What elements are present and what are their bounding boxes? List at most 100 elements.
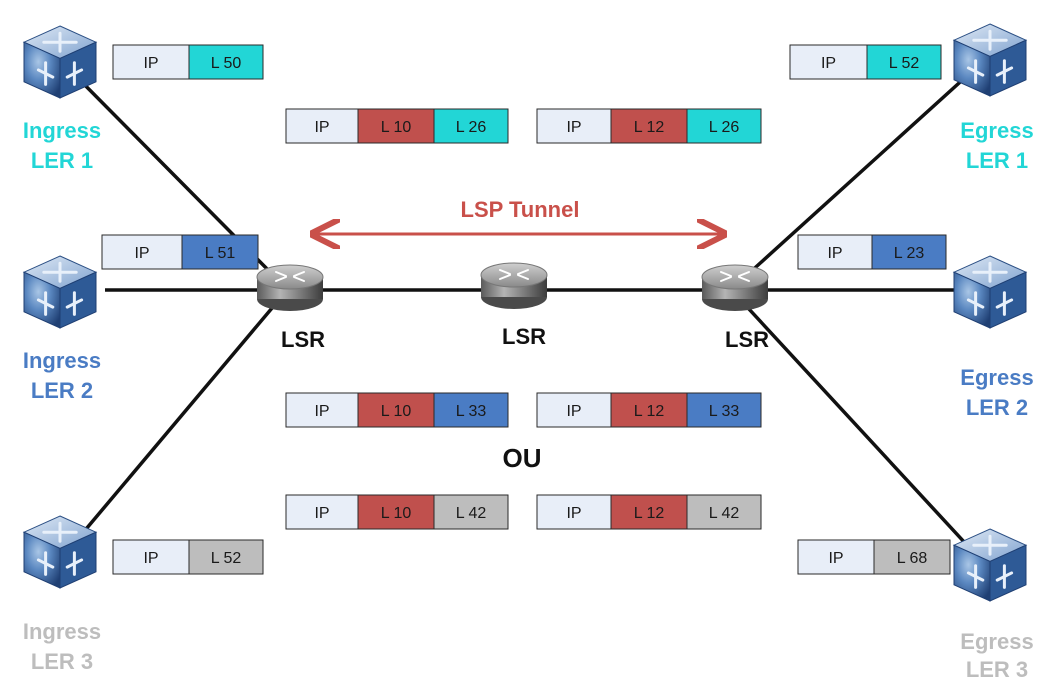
label-stack-egress1: IP L 52 bbox=[789, 44, 942, 80]
mpls-label-text: L 26 bbox=[709, 119, 740, 136]
lsr-label-3: LSR bbox=[725, 327, 769, 352]
ip-header-text: IP bbox=[827, 245, 842, 262]
ip-header-text: IP bbox=[828, 550, 843, 567]
mpls-label-text: L 26 bbox=[456, 119, 487, 136]
label-cell bbox=[536, 494, 612, 530]
ou-label: OU bbox=[503, 443, 542, 473]
link-lsr3-egress1 bbox=[734, 53, 992, 287]
label-cell bbox=[285, 392, 359, 428]
label-stack-bot-right: IP L 12 L 42 bbox=[536, 494, 762, 530]
ip-header-text: IP bbox=[314, 505, 329, 522]
mpls-label-text: L 33 bbox=[456, 403, 487, 420]
label-stack-egress3: IP L 68 bbox=[797, 539, 951, 575]
label-stack-bot-left: IP L 10 L 42 bbox=[285, 494, 509, 530]
lsr-routers bbox=[256, 262, 769, 311]
label-stack-top-left: IP L 10 L 26 bbox=[285, 108, 509, 144]
lsp-tunnel-label: LSP Tunnel bbox=[461, 197, 580, 222]
lsr-label-1: LSR bbox=[281, 327, 325, 352]
label-cell bbox=[112, 44, 190, 80]
egress3-label-line2: LER 3 bbox=[966, 657, 1028, 682]
ler-labels: Ingress LER 1 Ingress LER 2 Ingress LER … bbox=[23, 118, 1034, 682]
link-lsr3-egress3 bbox=[734, 293, 992, 572]
egress1-ler-icon bbox=[952, 23, 1028, 97]
ip-header-text: IP bbox=[566, 119, 581, 136]
ingress2-label-line2: LER 2 bbox=[31, 378, 93, 403]
lsr-router-icon-3 bbox=[701, 264, 769, 311]
ip-header-text: IP bbox=[821, 55, 836, 72]
egress1-label-line1: Egress bbox=[960, 118, 1033, 143]
mpls-label-text: L 42 bbox=[456, 505, 487, 522]
ler-switches bbox=[22, 23, 1028, 602]
ip-header-text: IP bbox=[314, 403, 329, 420]
mpls-label-text: L 23 bbox=[894, 245, 925, 262]
mpls-label-text: L 42 bbox=[709, 505, 740, 522]
egress2-label-line1: Egress bbox=[960, 365, 1033, 390]
egress2-label-line2: LER 2 bbox=[966, 395, 1028, 420]
link-ingress3-lsr1 bbox=[58, 293, 285, 562]
label-cell bbox=[686, 494, 762, 530]
ip-header-text: IP bbox=[143, 550, 158, 567]
label-cell bbox=[610, 392, 688, 428]
ingress1-label-line1: Ingress bbox=[23, 118, 101, 143]
mpls-label-text: L 50 bbox=[211, 55, 242, 72]
mpls-label-text: L 12 bbox=[634, 505, 665, 522]
mpls-label-text: L 52 bbox=[211, 550, 242, 567]
label-cell bbox=[433, 108, 509, 144]
lsr-label-2: LSR bbox=[502, 324, 546, 349]
egress2-ler-icon bbox=[952, 255, 1028, 329]
label-cell bbox=[610, 494, 688, 530]
lsr-router-icon-2 bbox=[480, 262, 548, 309]
label-stacks: IP L 50 IP L 51 IP L 52 IP L 52 IP L 23 IP L 68 IP L … bbox=[101, 44, 951, 575]
ingress3-label-line2: LER 3 bbox=[31, 649, 93, 674]
label-cell bbox=[686, 108, 762, 144]
label-cell bbox=[181, 234, 259, 270]
mpls-label-text: L 12 bbox=[634, 119, 665, 136]
ingress1-label-line2: LER 1 bbox=[31, 148, 93, 173]
ingress2-ler-icon bbox=[22, 255, 98, 329]
ip-header-text: IP bbox=[314, 119, 329, 136]
label-stack-ingress2: IP L 51 bbox=[101, 234, 259, 270]
label-cell bbox=[285, 494, 359, 530]
lsr-router-icon-1 bbox=[256, 264, 324, 311]
label-stack-mid-left: IP L 10 L 33 bbox=[285, 392, 509, 428]
label-cell bbox=[188, 539, 264, 575]
mpls-label-text: L 68 bbox=[897, 550, 928, 567]
links bbox=[58, 53, 992, 572]
label-stack-ingress3: IP L 52 bbox=[112, 539, 264, 575]
label-cell bbox=[871, 234, 947, 270]
label-cell bbox=[610, 108, 688, 144]
label-stack-egress2: IP L 23 bbox=[797, 234, 947, 270]
label-cell bbox=[188, 44, 264, 80]
ingress2-label-line1: Ingress bbox=[23, 348, 101, 373]
label-cell bbox=[101, 234, 183, 270]
mpls-label-text: L 33 bbox=[709, 403, 740, 420]
label-cell bbox=[433, 392, 509, 428]
ingress3-label-line1: Ingress bbox=[23, 619, 101, 644]
egress3-ler-icon bbox=[952, 528, 1028, 602]
label-cell bbox=[686, 392, 762, 428]
ip-header-text: IP bbox=[134, 245, 149, 262]
egress1-label-line2: LER 1 bbox=[966, 148, 1028, 173]
ip-header-text: IP bbox=[143, 55, 158, 72]
mpls-label-text: L 51 bbox=[205, 245, 236, 262]
label-stack-top-right: IP L 12 L 26 bbox=[536, 108, 762, 144]
label-cell bbox=[789, 44, 868, 80]
label-cell bbox=[866, 44, 942, 80]
mpls-label-text: L 10 bbox=[381, 119, 412, 136]
egress3-label-line1: Egress bbox=[960, 629, 1033, 654]
label-cell bbox=[433, 494, 509, 530]
label-cell bbox=[536, 392, 612, 428]
ip-header-text: IP bbox=[566, 505, 581, 522]
ingress3-ler-icon bbox=[22, 515, 98, 589]
mpls-label-text: L 10 bbox=[381, 505, 412, 522]
label-cell bbox=[873, 539, 951, 575]
mpls-label-text: L 12 bbox=[634, 403, 665, 420]
label-cell bbox=[285, 108, 359, 144]
mpls-label-text: L 10 bbox=[381, 403, 412, 420]
label-stack-ingress1: IP L 50 bbox=[112, 44, 264, 80]
ingress1-ler-icon bbox=[22, 25, 98, 99]
label-cell bbox=[357, 108, 435, 144]
mpls-label-text: L 52 bbox=[889, 55, 920, 72]
